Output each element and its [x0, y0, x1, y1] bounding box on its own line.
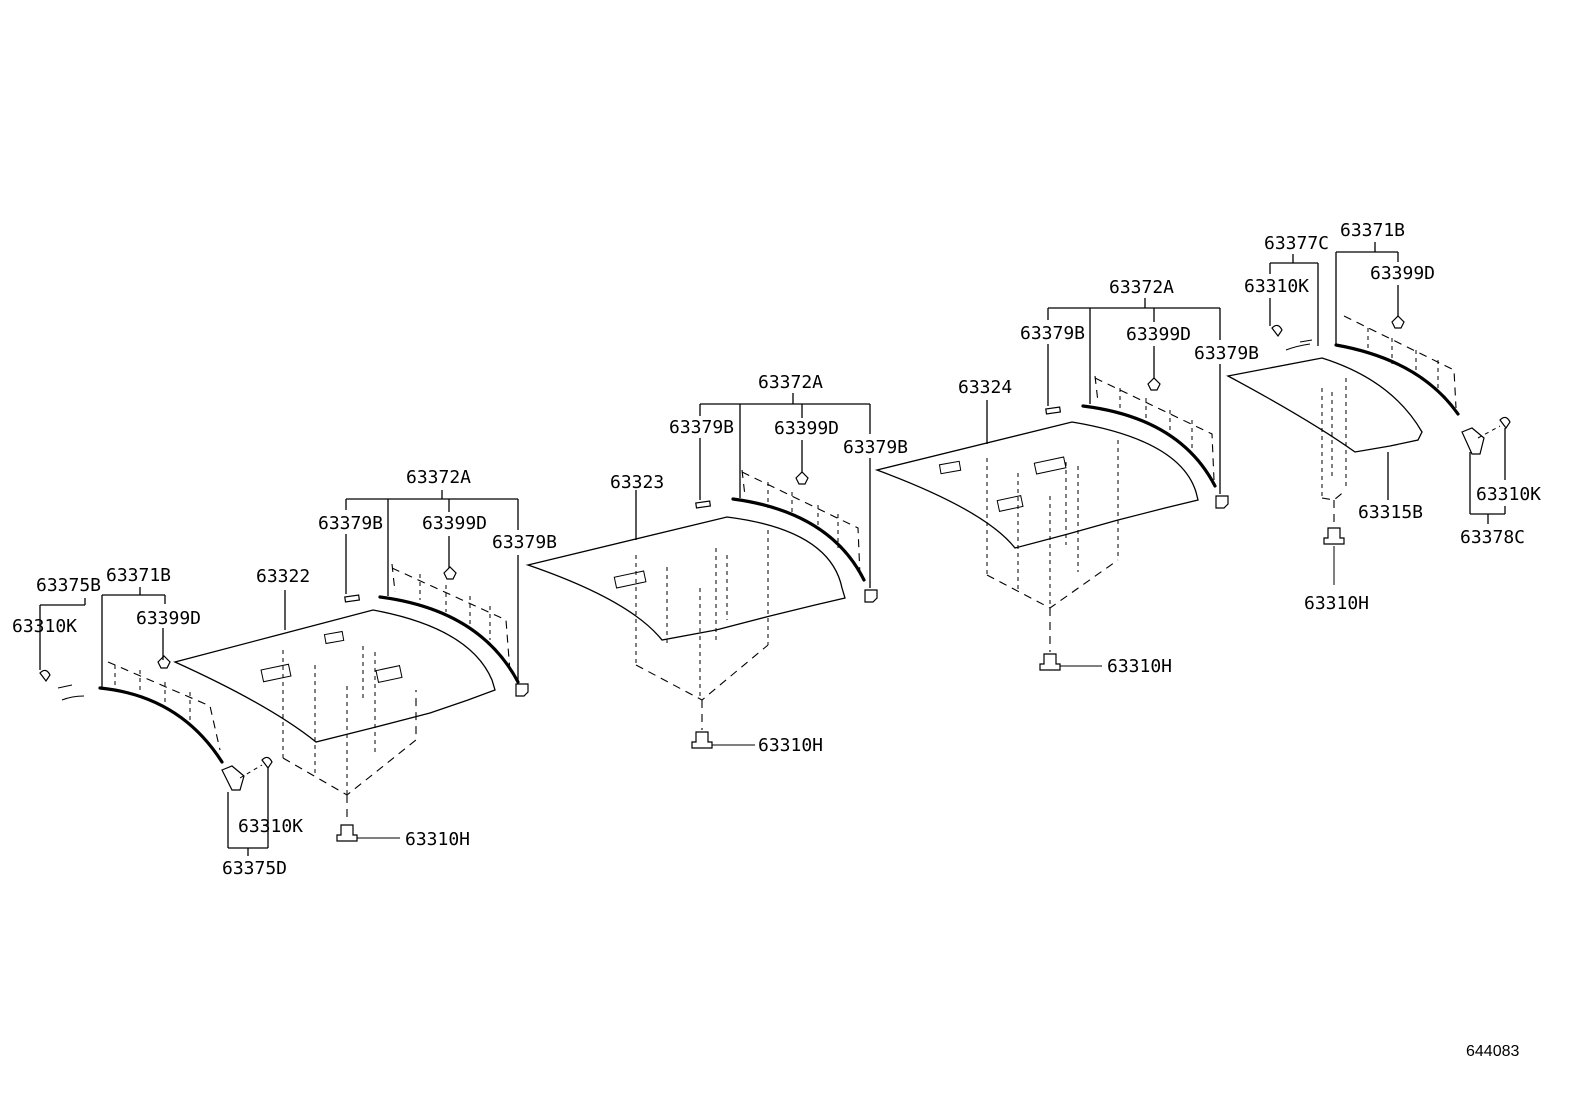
label-63310H-3: 63310H	[1107, 656, 1172, 677]
clip-63310H-b	[691, 731, 713, 749]
label-63310H-4: 63310H	[1304, 593, 1369, 614]
label-63375B: 63375B	[36, 575, 101, 596]
label-63399D-3: 63399D	[774, 418, 839, 439]
label-63322: 63322	[256, 566, 310, 587]
label-63372A-3: 63372A	[1109, 277, 1174, 298]
label-63399D-5: 63399D	[1370, 263, 1435, 284]
label-63372A-2: 63372A	[758, 372, 823, 393]
label-63379B-5: 63379B	[1020, 323, 1085, 344]
group-63315B	[1226, 242, 1511, 585]
trim-rail-63372A-c	[1081, 404, 1217, 488]
headliner-panel-63315B	[1226, 357, 1423, 453]
headliner-panel-63322	[173, 609, 496, 743]
label-63372A-1: 63372A	[406, 467, 471, 488]
label-63379B-4: 63379B	[843, 437, 908, 458]
label-63379B-3: 63379B	[669, 417, 734, 438]
part-labels: 63375B 63371B 63310K 63399D 63322 63379B…	[12, 220, 1541, 1060]
group-63322	[39, 490, 529, 856]
label-63379B-6: 63379B	[1194, 343, 1259, 364]
label-63399D-2: 63399D	[422, 513, 487, 534]
label-63324: 63324	[958, 377, 1012, 398]
figure-number: 644083	[1466, 1043, 1519, 1060]
label-63371B-right: 63371B	[1340, 220, 1405, 241]
clip-63310H-d	[1323, 527, 1345, 545]
group-63323	[525, 393, 878, 749]
label-63379B-2: 63379B	[492, 532, 557, 553]
label-63315B: 63315B	[1358, 502, 1423, 523]
trim-rail-63371B-b	[1334, 343, 1460, 416]
label-63378C: 63378C	[1460, 527, 1525, 548]
label-63310H-2: 63310H	[758, 735, 823, 756]
label-63399D-1: 63399D	[136, 608, 201, 629]
headliner-panel-63323	[525, 516, 846, 641]
label-63399D-4: 63399D	[1126, 324, 1191, 345]
label-63310K-top: 63310K	[1244, 276, 1309, 297]
clip-63310H-c	[1039, 653, 1061, 671]
group-63324	[874, 298, 1229, 671]
label-63377C: 63377C	[1264, 233, 1329, 254]
clip-63310H-a	[336, 824, 358, 842]
label-63375D: 63375D	[222, 858, 287, 879]
label-63310K-left: 63310K	[12, 616, 77, 637]
label-63323: 63323	[610, 472, 664, 493]
label-63310K-right: 63310K	[1476, 484, 1541, 505]
label-63379B-1: 63379B	[318, 513, 383, 534]
label-63371B-left: 63371B	[106, 565, 171, 586]
headliner-panel-63324	[874, 421, 1199, 549]
trim-rail-63371B-a	[98, 686, 224, 764]
label-63310K-bottom: 63310K	[238, 816, 303, 837]
label-63310H-1: 63310H	[405, 829, 470, 850]
trim-rail-63372A-b	[731, 497, 866, 582]
trim-rail-63372A-a	[378, 595, 520, 684]
